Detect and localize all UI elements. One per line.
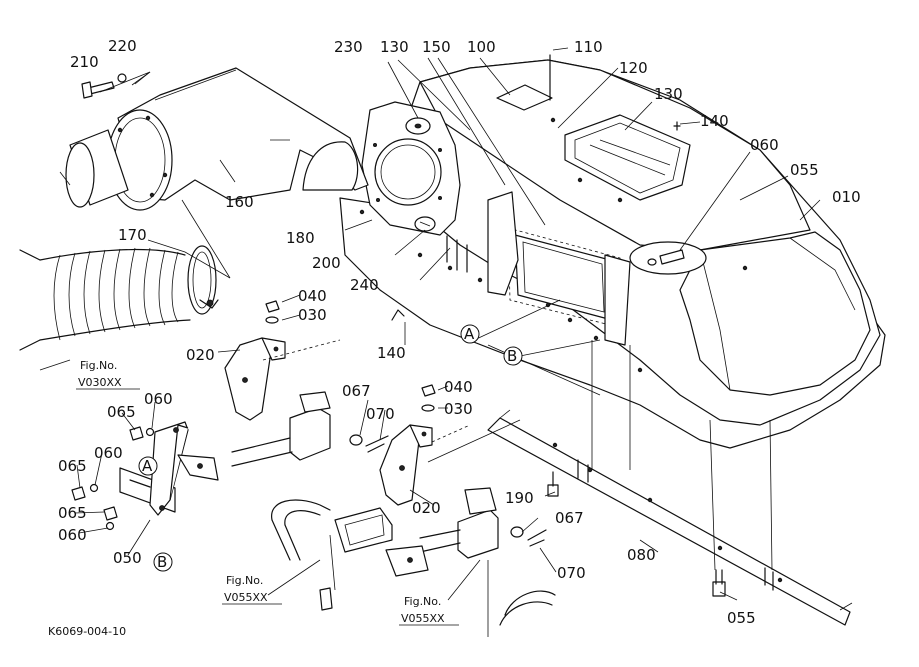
label-010: 010 [832, 188, 861, 206]
label-055-bottom: 055 [727, 609, 756, 627]
fig-ref-2-code: V055XX [224, 591, 268, 604]
label-065-left-low: 065 [58, 504, 87, 522]
label-060-left-low: 060 [58, 526, 87, 544]
label-080: 080 [627, 546, 656, 564]
fasteners [71, 73, 726, 597]
label-065-left-top: 065 [107, 403, 136, 421]
bracket-050 [119, 421, 189, 516]
label-190: 190 [505, 489, 534, 507]
label-200: 200 [312, 254, 341, 272]
label-040-left: 040 [298, 287, 327, 305]
marker-b-left: B [157, 553, 167, 571]
fig-ref-3-prefix: Fig.No. [404, 595, 441, 608]
label-020-left: 020 [186, 346, 215, 364]
housing-010 [339, 54, 886, 449]
label-060-left-top: 060 [144, 390, 173, 408]
duct-160 [65, 67, 369, 211]
label-180: 180 [286, 229, 315, 247]
bellows-hose [19, 245, 219, 351]
label-140-top: 140 [700, 112, 729, 130]
label-130-top-left: 130 [380, 38, 409, 56]
label-230: 230 [334, 38, 363, 56]
label-220: 220 [108, 37, 137, 55]
tube-frames [271, 499, 556, 626]
label-030-left: 030 [298, 306, 327, 324]
leader-lines [39, 47, 821, 637]
label-065-left-mid: 065 [58, 457, 87, 475]
label-120: 120 [619, 59, 648, 77]
label-060-top: 060 [750, 136, 779, 154]
fig-references: Fig.No. V030XX Fig.No. V055XX Fig.No. V0… [76, 359, 459, 626]
label-240: 240 [350, 276, 379, 294]
bracket-020-right [379, 424, 433, 506]
plate-080 [487, 409, 853, 626]
label-067-right: 067 [555, 509, 584, 527]
housing-box-right [385, 487, 499, 577]
label-020-right: 020 [412, 499, 441, 517]
label-070-left: 070 [366, 405, 395, 423]
fig-ref-1-prefix: Fig.No. [80, 359, 117, 372]
label-055-top: 055 [790, 161, 819, 179]
label-070-right: 070 [557, 564, 586, 582]
drawing-id: K6069-004-10 [48, 625, 126, 638]
label-050: 050 [113, 549, 142, 567]
fig-ref-1-code: V030XX [78, 376, 122, 389]
label-130-top-right: 130 [654, 85, 683, 103]
label-040-right: 040 [444, 378, 473, 396]
label-140-mid: 140 [377, 344, 406, 362]
label-067-left: 067 [342, 382, 371, 400]
part-labels: 210 220 160 170 180 200 240 230 130 150 … [58, 37, 861, 627]
fig-ref-2-prefix: Fig.No. [226, 574, 263, 587]
marker-a-main: A [464, 325, 475, 343]
label-110: 110 [574, 38, 603, 56]
marker-a-left: A [142, 457, 153, 475]
bracket-020-left [224, 337, 286, 421]
label-030-right: 030 [444, 400, 473, 418]
housing-box-left [177, 391, 331, 481]
label-150: 150 [422, 38, 451, 56]
circled-markers: A B A B [138, 324, 523, 572]
label-160: 160 [225, 193, 254, 211]
label-210: 210 [70, 53, 99, 71]
label-060-left-mid: 060 [94, 444, 123, 462]
fig-ref-3-code: V055XX [401, 612, 445, 625]
label-170: 170 [118, 226, 147, 244]
marker-b-main: B [507, 347, 517, 365]
label-100: 100 [467, 38, 496, 56]
